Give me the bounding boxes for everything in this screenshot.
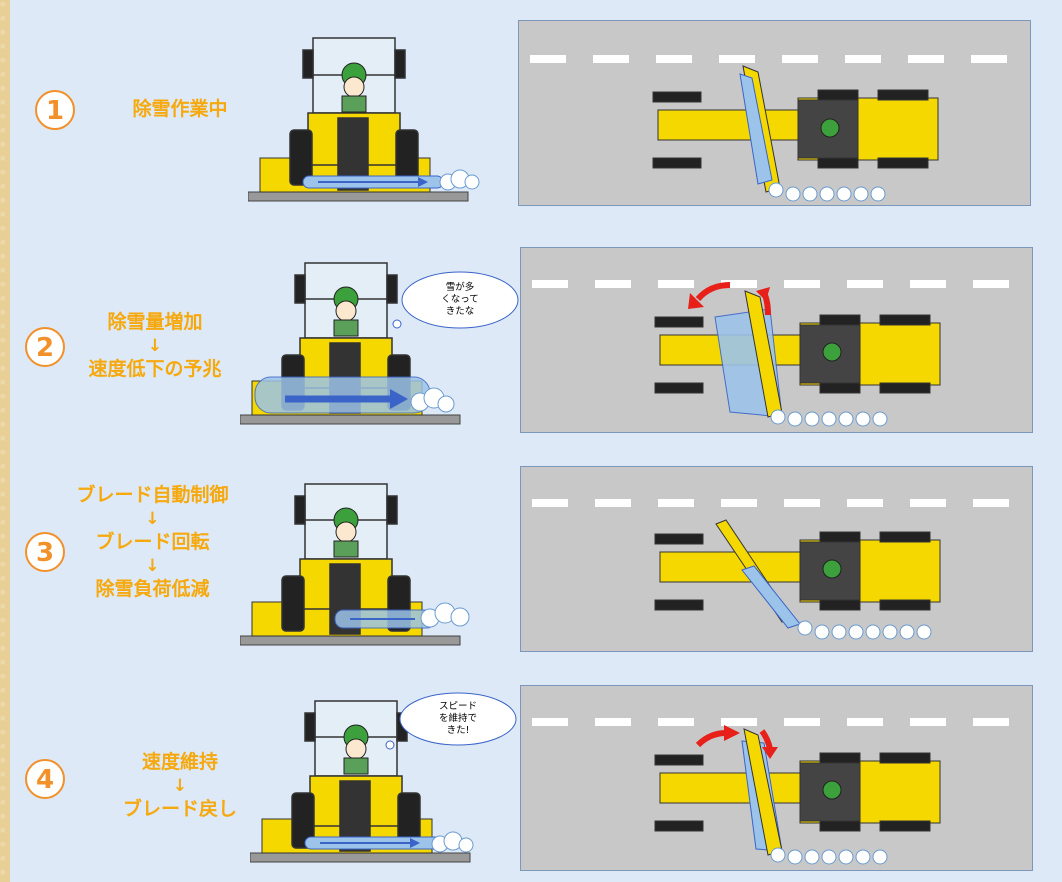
step-description-1: 除雪作業中 [95,96,265,123]
step-number-2: 2 [25,327,65,367]
snow-cloud-icon [431,831,474,853]
thought-bubble-icon [385,692,517,750]
bubble-4-line-1: スピード [438,701,477,712]
step-2-arrow: ↓ [147,336,163,356]
step-number-3: 3 [25,532,65,572]
snow-cloud-icon [410,387,455,413]
step-panel-3: 3 ブレード自動制御 ↓ ブレード回転 ↓ 除雪負荷低減 [10,446,1062,670]
snow-cloud-icon [420,602,470,628]
motor-grader-front-view [240,262,461,425]
step-3-arrow-2: ↓ [145,556,160,576]
operator-helmet-icon [341,62,367,113]
operator-helmet-icon [333,507,359,558]
thought-bubble-icon [392,271,519,329]
step-3-line-3: 除雪負荷低減 [95,578,210,600]
motor-grader-front-view [248,37,480,202]
step-1-line-1: 除雪作業中 [132,98,228,120]
step-description-2: 除雪量増加 ↓ 速度低下の予兆 [70,309,240,383]
motor-grader-top-view [520,247,1033,433]
step-4-line-1: 速度維持 [141,751,218,773]
step-2-line-2: 速度低下の予兆 [88,358,222,380]
step-number-1: 1 [35,90,75,130]
bubble-2-line-1: 雪が多 [445,282,475,293]
motor-grader-top-view [518,20,1031,206]
bubble-4-line-3: きた! [446,725,470,736]
bubble-2-line-3: きたな [445,306,475,317]
operator-helmet-icon [333,286,359,337]
step-4-line-2: ブレード戻し [122,798,237,820]
motor-grader-top-view [520,466,1033,652]
step-number-4: 4 [25,759,65,799]
thought-bubble-text-2: 雪が多 くなって きたな [405,282,515,318]
step-3-arrow-1: ↓ [145,509,160,529]
step-description-3: ブレード自動制御 ↓ ブレード回転 ↓ 除雪負荷低減 [60,482,245,603]
motor-grader-front-view [240,483,470,646]
bubble-2-line-2: くなって [441,294,479,305]
step-3-line-1: ブレード自動制御 [76,484,229,506]
step-panel-4: 4 速度維持 ↓ ブレード戻し [10,669,1062,882]
step-panel-1: 1 除雪作業中 [10,0,1062,224]
step-3-line-2: ブレード回転 [95,531,210,553]
step-panel-2: 2 除雪量増加 ↓ 速度低下の予兆 [10,223,1062,447]
step-4-arrow: ↓ [172,776,188,796]
step-description-4: 速度維持 ↓ ブレード戻し [95,749,265,823]
step-2-line-1: 除雪量増加 [107,311,203,333]
motor-grader-top-view [520,685,1033,871]
operator-helmet-icon [343,724,369,775]
motor-grader-front-view [250,700,474,863]
thought-bubble-text-4: スピード を維持で きた! [403,701,513,737]
snow-cloud-icon [439,169,480,191]
bubble-4-line-2: を維持で [438,713,477,724]
